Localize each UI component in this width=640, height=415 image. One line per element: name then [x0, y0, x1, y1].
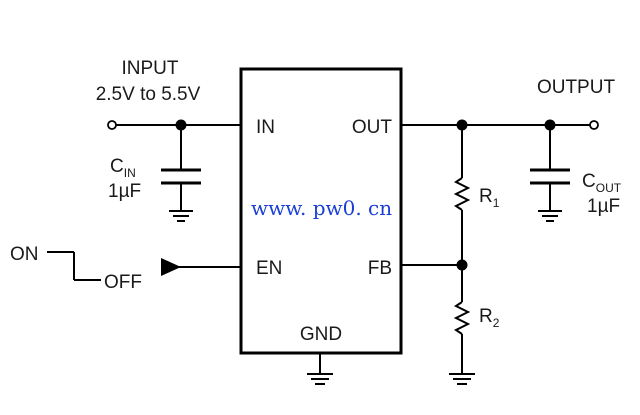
- r2-label-main: R: [479, 306, 493, 327]
- r1-resistor: [453, 125, 471, 267]
- cin-capacitor: [161, 125, 201, 211]
- pin-gnd-label: GND: [300, 324, 342, 345]
- on-off-switch-icon: [47, 251, 101, 281]
- pin-fb-label: FB: [368, 258, 392, 279]
- cout-label-main: C: [582, 171, 596, 192]
- cin-ground-icon: [169, 210, 193, 222]
- input-label: INPUT: [122, 58, 179, 79]
- cout-label-sub: OUT: [596, 181, 622, 195]
- r2-ground-icon: [449, 373, 475, 385]
- r1-label: R1: [479, 186, 500, 210]
- input-voltage-range: 2.5V to 5.5V: [96, 84, 201, 105]
- chip-ground-icon: [307, 353, 333, 385]
- cin-label-sub: IN: [124, 166, 136, 180]
- cin-label-main: C: [110, 156, 124, 177]
- r2-label: R2: [479, 306, 500, 330]
- output-label: OUTPUT: [537, 77, 616, 98]
- pin-en-label: EN: [256, 258, 282, 279]
- watermark-text: www. pw0. cn: [251, 196, 392, 220]
- cout-ground-icon: [538, 210, 562, 222]
- en-input-arrow-icon: [161, 258, 181, 276]
- r2-resistor: [453, 265, 471, 374]
- cout-label: COUT: [582, 171, 622, 195]
- cout-value: 1µF: [587, 196, 620, 217]
- input-terminal: [107, 120, 117, 130]
- pin-in-label: IN: [256, 117, 275, 138]
- output-terminal: [589, 120, 599, 130]
- switch-off-label: OFF: [104, 272, 142, 293]
- r1-label-sub: 1: [493, 196, 500, 210]
- r2-label-sub: 2: [493, 316, 500, 330]
- r1-label-main: R: [479, 186, 493, 207]
- cin-label: CIN: [110, 156, 136, 180]
- cin-value: 1µF: [108, 181, 141, 202]
- pin-out-label: OUT: [352, 117, 393, 138]
- switch-on-label: ON: [10, 244, 39, 265]
- cout-capacitor: [530, 125, 570, 211]
